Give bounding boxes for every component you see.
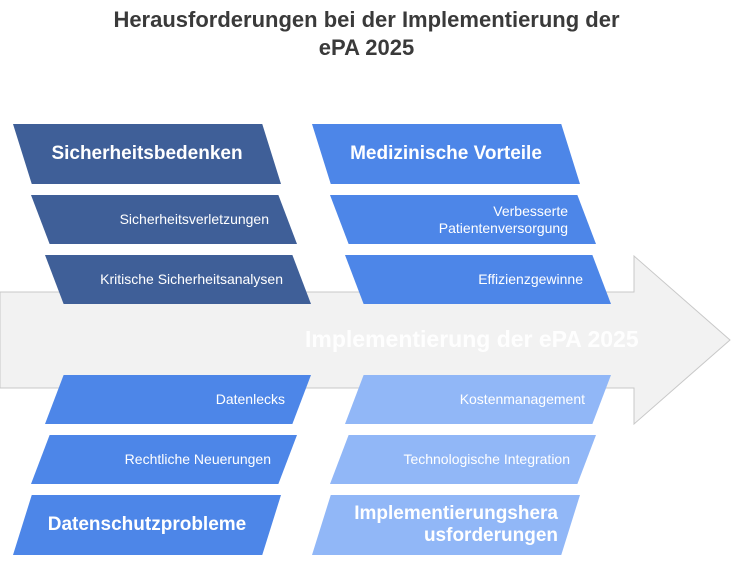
benefits-item-1: Verbesserte Patientenversorgung [330,195,596,244]
category-privacy: Datenschutzprobleme [13,495,281,555]
category-benefits: Medizinische Vorteile [312,124,580,184]
spine-label: Implementierung der ePA 2025 [305,326,639,352]
implementation-item-2: Technologische Integration [330,435,596,484]
category-implementation-label: Implementierungsherausforderungen [354,503,558,546]
category-implementation: Implementierungsherausforderungen [312,495,580,555]
security-item-1-label: Sicherheitsverletzungen [119,211,269,227]
title-line-2: ePA 2025 [318,35,415,60]
security-item-1: Sicherheitsverletzungen [31,195,297,244]
category-security-label: Sicherheitsbedenken [51,143,243,164]
privacy-item-1: Datenlecks [45,375,311,424]
implementation-item-1: Kostenmanagement [345,375,611,424]
benefits-item-2-label: Effizienzgewinne [478,271,583,287]
benefits-item-2: Effizienzgewinne [345,255,611,304]
security-item-2: Kritische Sicherheitsanalysen [45,255,311,304]
diagram-title: Herausforderungen bei der Implementierun… [0,6,733,62]
privacy-item-2: Rechtliche Neuerungen [31,435,297,484]
privacy-item-2-label: Rechtliche Neuerungen [124,451,271,467]
implementation-item-2-label: Technologische Integration [403,451,570,467]
security-item-2-label: Kritische Sicherheitsanalysen [100,271,283,287]
implementation-item-1-label: Kostenmanagement [459,391,585,407]
category-security: Sicherheitsbedenken [13,124,281,184]
title-line-1: Herausforderungen bei der Implementierun… [113,7,620,32]
benefits-item-1-label: Verbesserte Patientenversorgung [438,202,568,236]
category-benefits-label: Medizinische Vorteile [350,143,542,164]
privacy-item-1-label: Datenlecks [215,391,285,407]
category-privacy-label: Datenschutzprobleme [47,514,247,535]
